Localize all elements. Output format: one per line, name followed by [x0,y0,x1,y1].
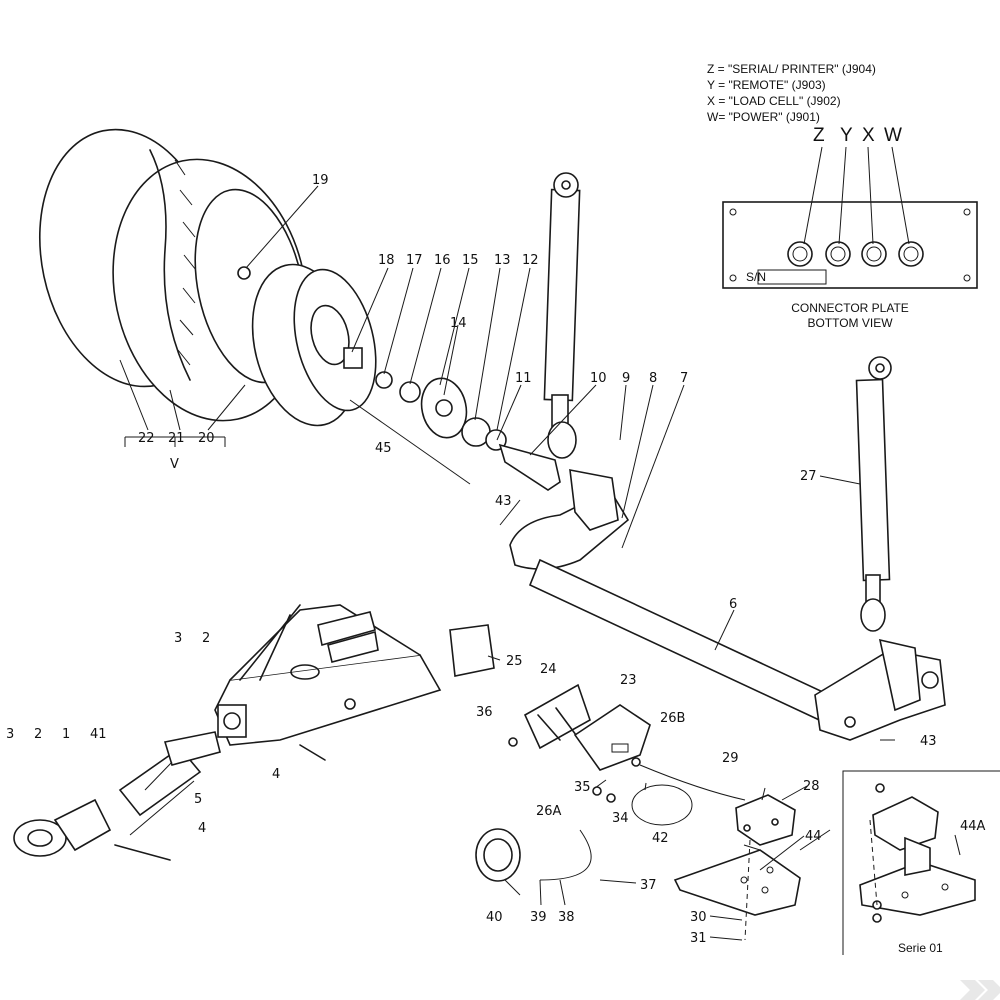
callout-30: 30 [690,910,707,925]
electronics [475,683,801,916]
connector-plate-inset: Z = "SERIAL/ PRINTER" (J904) Y = "REMOTE… [707,62,978,330]
legend-line-w: W= "POWER" (J901) [707,110,820,124]
callout-28: 28 [803,779,820,794]
callout-39: 39 [530,910,547,925]
callout-45: 45 [375,441,392,456]
callout-9: 9 [622,371,630,386]
axle-assembly [509,469,946,741]
group-letter-v: V [170,457,179,472]
callout-22: 22 [138,431,155,446]
callout-2-top: 2 [202,631,210,646]
connector-letter-z: Z [813,125,825,146]
callout-38: 38 [558,910,575,925]
callout-36: 36 [476,705,493,720]
serie-inset: Serie 01 44A [842,770,1000,955]
serial-number-tag [757,269,827,285]
connector-letter-y: Y [840,125,853,146]
connector-x [861,146,887,267]
serie-caption: Serie 01 [898,941,943,955]
callout-44: 44 [805,829,822,844]
drawbar-frame [214,604,442,746]
callout-14: 14 [450,316,467,331]
connector-letter-w: W [884,125,902,146]
callout-24: 24 [540,662,557,677]
callout-27: 27 [800,469,817,484]
hub-parts [343,347,561,491]
callout-18: 18 [378,253,395,268]
connector-plate [722,201,978,289]
drawbar-eye [13,731,326,861]
callout-8: 8 [649,371,657,386]
right-cylinder [855,356,892,632]
legend-line-y: Y = "REMOTE" (J903) [707,78,826,92]
leader-lines [119,185,961,941]
callout-6: 6 [729,597,737,612]
callout-23: 23 [620,673,637,688]
callout-25: 25 [506,654,523,669]
connector-caption-1: CONNECTOR PLATE [791,301,909,315]
callout-16: 16 [434,253,451,268]
legend-line-x: X = "LOAD CELL" (J902) [707,94,841,108]
callout-1: 1 [62,727,70,742]
connector-z [787,146,823,267]
callout-44A: 44A [960,819,986,834]
callout-15: 15 [462,253,479,268]
callout-5: 5 [194,792,202,807]
corner-logo-icon [960,980,1000,1000]
callout-29: 29 [722,751,739,766]
callouts: 19 18 17 16 15 13 12 14 11 10 9 8 7 45 4… [6,173,937,946]
callout-37: 37 [640,878,657,893]
callout-4-right: 4 [272,767,280,782]
shield-plate-25 [449,624,495,677]
callout-4-left: 4 [198,821,206,836]
callout-19: 19 [312,173,329,188]
callout-13: 13 [494,253,511,268]
wheel-rim [237,263,377,427]
callout-7: 7 [680,371,688,386]
callout-42: 42 [652,831,669,846]
callout-26B: 26B [660,711,685,726]
callout-35: 35 [574,780,591,795]
callout-43-left: 43 [495,494,512,509]
callout-10: 10 [590,371,607,386]
callout-26A: 26A [536,804,562,819]
callout-34: 34 [612,811,629,826]
connector-w [891,146,924,267]
connector-caption-2: BOTTOM VIEW [807,316,893,330]
serial-tag-text: S/N [746,270,766,284]
callout-11: 11 [515,371,532,386]
callout-20: 20 [198,431,215,446]
callout-21: 21 [168,431,185,446]
wheel-nut [237,266,251,280]
callout-17: 17 [406,253,423,268]
legend-line-z: Z = "SERIAL/ PRINTER" (J904) [707,62,876,76]
callout-3-top: 3 [174,631,182,646]
callout-41: 41 [90,727,107,742]
callout-2-left: 2 [34,727,42,742]
callout-3-left: 3 [6,727,14,742]
callout-12: 12 [522,253,539,268]
callout-43-right: 43 [920,734,937,749]
callout-31: 31 [690,931,707,946]
callout-40: 40 [486,910,503,925]
connector-letter-x: X [862,125,875,146]
connector-y [825,146,851,267]
upper-cylinder [543,172,581,459]
